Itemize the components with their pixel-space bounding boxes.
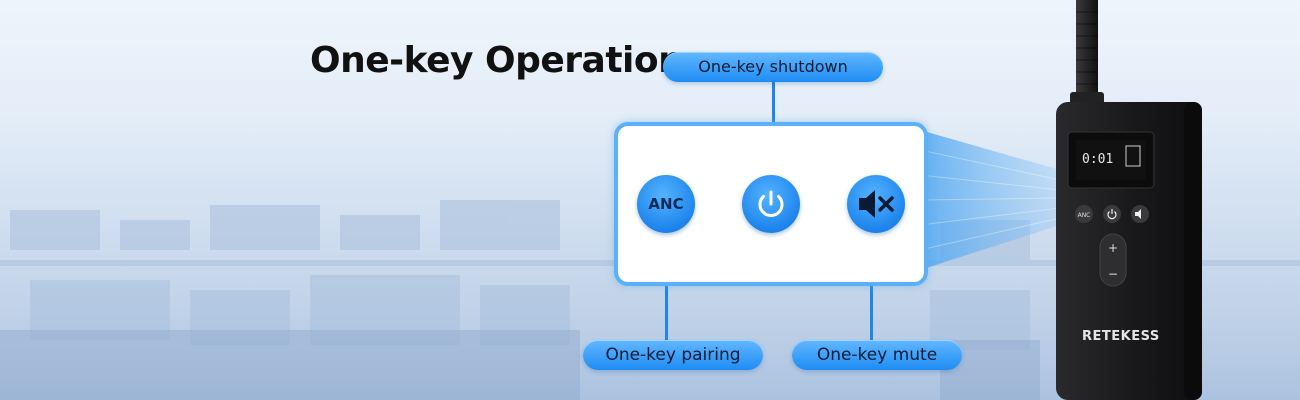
device-buttons: ANC	[1075, 205, 1149, 223]
shutdown-callout: One-key shutdown	[663, 52, 883, 82]
anc-label: ANC	[648, 195, 684, 213]
light-beam	[920, 130, 1060, 270]
pairing-callout: One-key pairing	[583, 340, 763, 370]
mute-callout: One-key mute	[792, 340, 962, 370]
display-time: 0:01	[1082, 152, 1113, 167]
mute-button[interactable]	[847, 175, 905, 233]
power-button[interactable]	[742, 175, 800, 233]
svg-text:ANC: ANC	[1078, 212, 1091, 219]
pairing-connector	[665, 231, 668, 342]
svg-text:−: −	[1108, 267, 1118, 281]
antenna	[1070, 0, 1104, 106]
svg-text:+: +	[1108, 241, 1118, 255]
brand-logo: RETEKESS	[1082, 329, 1160, 344]
mute-connector	[870, 231, 873, 342]
transmitter-device: 0:01 ANC + − RETEKESS	[1056, 0, 1202, 400]
page-title: One-key Operation	[310, 40, 684, 81]
speaker-mute-icon	[859, 190, 894, 218]
anc-button[interactable]: ANC	[637, 175, 695, 233]
volume-rocker: + −	[1099, 233, 1127, 287]
device-display: 0:01	[1067, 131, 1155, 189]
power-icon	[758, 190, 784, 218]
